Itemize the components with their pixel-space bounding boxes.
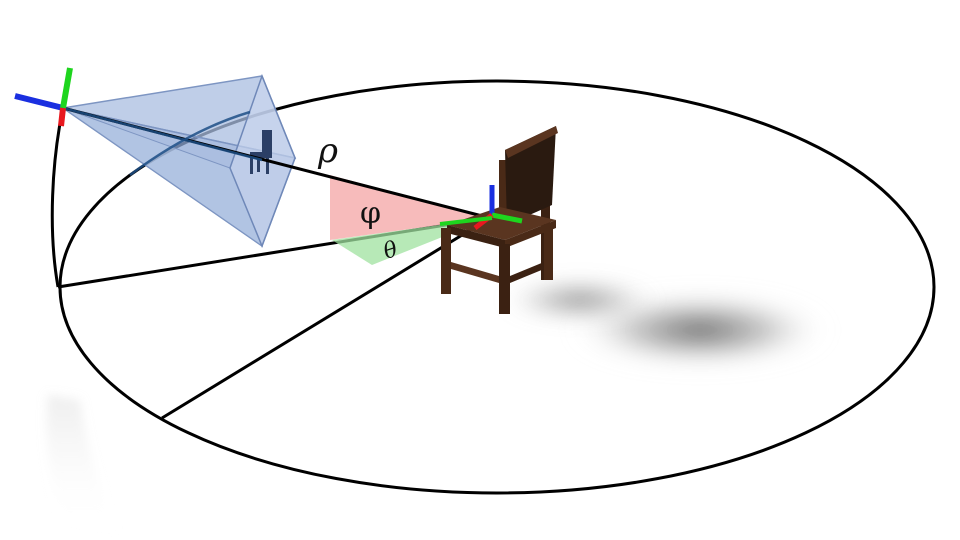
object-y-axis [491, 212, 523, 224]
meridian-arc [50, 107, 65, 288]
camera-ray [62, 106, 263, 162]
chair-shadow [500, 278, 830, 368]
camera-y-axis [60, 67, 73, 109]
camera-frustum [62, 73, 297, 249]
camera-x-axis [58, 107, 66, 127]
camera-axes [14, 67, 73, 127]
camera-orbit-arc [129, 110, 251, 177]
phi-angle-wedge [330, 175, 490, 240]
object-ground-axis [439, 216, 493, 226]
object-axes [439, 185, 523, 230]
camera-floor-reflection [46, 395, 120, 535]
chair-icon [441, 126, 558, 314]
camera-z-axis [14, 93, 64, 111]
phi-label: φ [360, 196, 381, 231]
image-plane-chair-icon [250, 130, 272, 174]
reference-axis-line [161, 216, 491, 420]
rho-label: ρ [317, 131, 338, 171]
